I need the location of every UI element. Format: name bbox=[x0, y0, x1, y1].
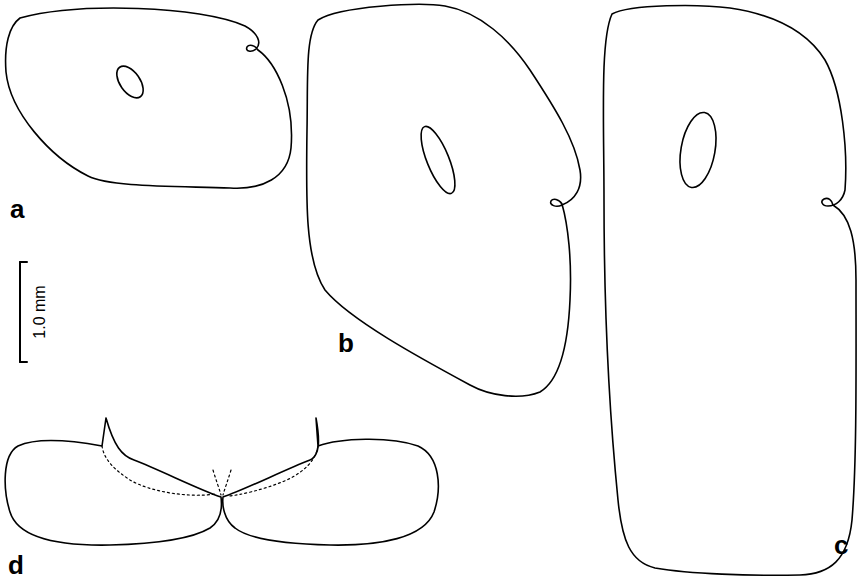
figure-letter: b bbox=[338, 330, 354, 356]
scale-outline bbox=[6, 8, 292, 188]
scale-outline bbox=[223, 418, 439, 545]
scale-bar bbox=[19, 262, 21, 362]
figure-letter: c bbox=[834, 532, 848, 558]
overlap-line bbox=[229, 446, 318, 496]
scale-label: 1.0 mm bbox=[32, 285, 48, 338]
figure-letter: d bbox=[8, 552, 24, 578]
scale-focus bbox=[414, 123, 461, 198]
overlap-line bbox=[213, 470, 231, 495]
scale-bar bbox=[20, 361, 27, 363]
overlap-line bbox=[102, 446, 215, 495]
scale-focus bbox=[111, 62, 148, 103]
scale-focus bbox=[675, 110, 722, 191]
scale-outline bbox=[603, 6, 856, 576]
figure-letter: a bbox=[10, 196, 24, 222]
scale-outline bbox=[5, 418, 221, 545]
scale-outline bbox=[307, 5, 581, 397]
scale-bar bbox=[20, 261, 27, 263]
